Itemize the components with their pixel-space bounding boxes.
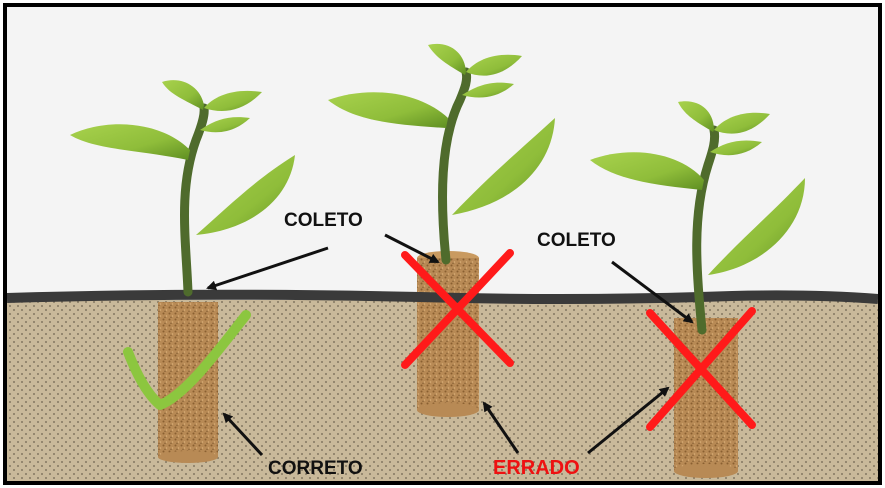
label-coleto-center: COLETO xyxy=(284,211,363,230)
label-correto: CORRETO xyxy=(268,459,363,478)
label-coleto-right: COLETO xyxy=(537,231,616,250)
label-errado: ERRADO xyxy=(493,458,580,478)
